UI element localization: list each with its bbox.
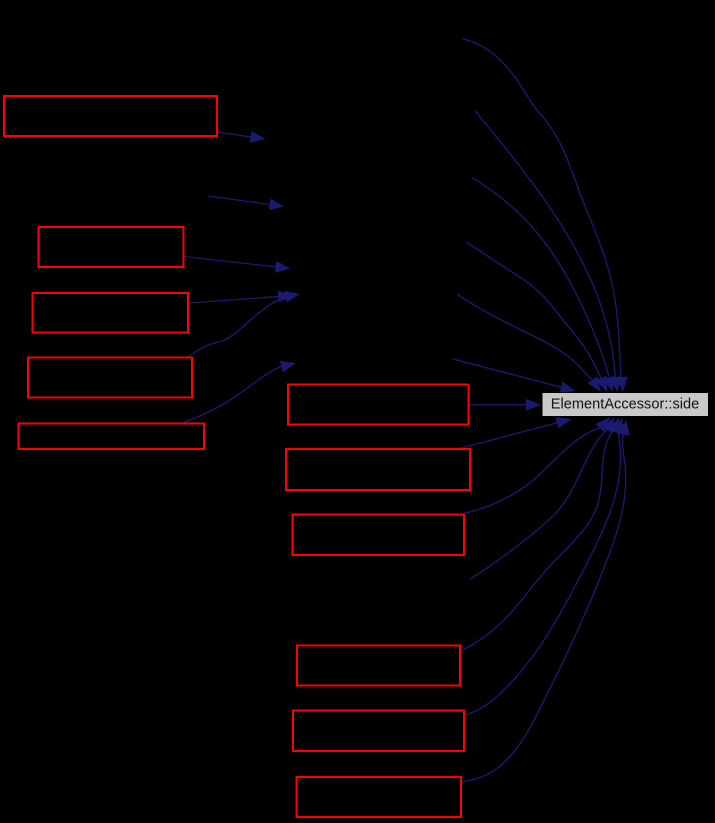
svg-text:ElementAccessor::side: ElementAccessor::side — [551, 397, 699, 413]
